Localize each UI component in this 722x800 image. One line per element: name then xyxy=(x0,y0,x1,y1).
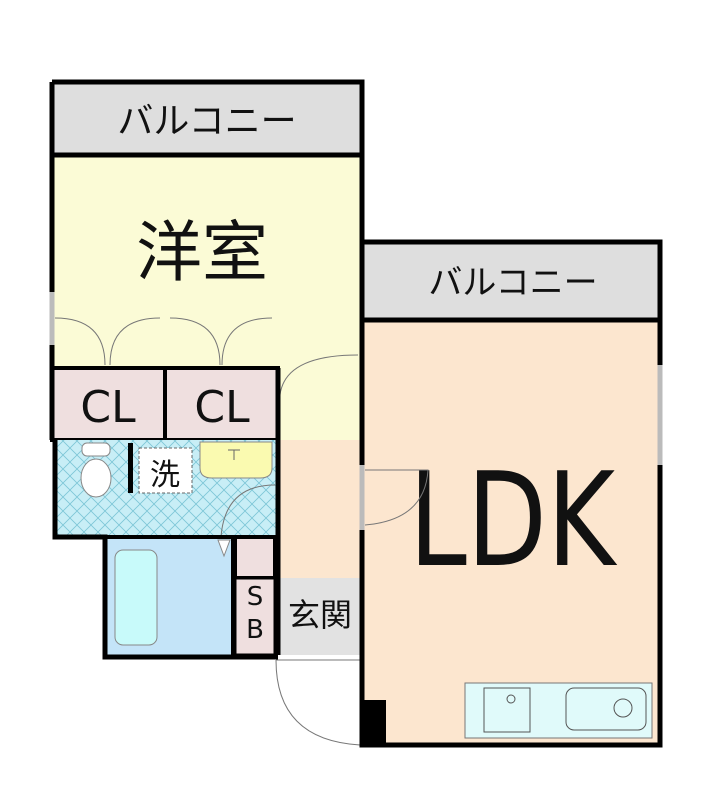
toilet-tank-icon xyxy=(81,442,111,457)
faucet-icon xyxy=(228,449,240,460)
ldk xyxy=(362,320,660,745)
washbasin-icon xyxy=(199,441,273,479)
shoe-box-b-label: B xyxy=(246,615,264,645)
laundry-label: 洗 xyxy=(150,458,180,493)
closet-door-swing xyxy=(54,317,273,366)
pillar xyxy=(362,700,386,745)
western-room-label: 洋室 xyxy=(136,214,268,291)
balcony-right xyxy=(362,242,660,320)
balcony-right-label: バルコニー xyxy=(428,263,597,303)
balcony-top-label: バルコニー xyxy=(117,101,296,142)
bathtub-icon xyxy=(114,549,158,646)
kitchen-counter xyxy=(464,682,653,739)
shoe-box-s-label: S xyxy=(247,582,264,612)
shoe-box xyxy=(233,576,277,657)
entrance-label: 玄関 xyxy=(288,596,352,634)
closet-2-label: CL xyxy=(194,382,250,433)
toilet-icon xyxy=(80,458,112,498)
washer-space xyxy=(138,447,193,494)
burner-icon xyxy=(506,694,516,704)
storage xyxy=(233,535,277,580)
entrance xyxy=(278,578,362,655)
sink-icon xyxy=(565,687,647,731)
ldk-label: LDK xyxy=(409,445,618,596)
stove-icon xyxy=(483,687,531,733)
closet-1-label: CL xyxy=(80,382,136,433)
closet-2 xyxy=(163,366,280,442)
ldk-door-swing xyxy=(364,469,429,526)
entrance-door-swing xyxy=(275,659,361,746)
hallway xyxy=(278,440,362,578)
bath-door-marker xyxy=(217,539,231,558)
drain-icon xyxy=(613,698,633,718)
balcony-top xyxy=(52,82,362,155)
window-frames xyxy=(49,292,663,530)
toilet-partition xyxy=(128,443,133,493)
walls xyxy=(49,79,663,748)
wash-door-swing xyxy=(220,484,276,538)
